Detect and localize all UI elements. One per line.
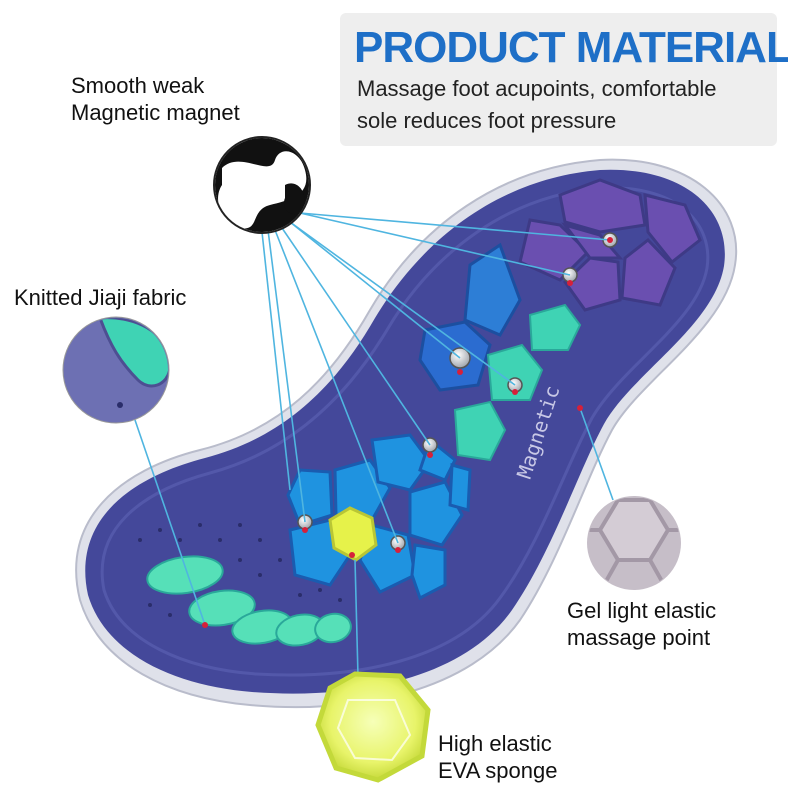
fabric-closeup (62, 316, 170, 424)
insole-perforations (138, 523, 342, 617)
insole-rim (100, 186, 710, 677)
eva-sponge-sample (315, 671, 431, 783)
label-fabric-line1: Knitted Jiaji fabric (14, 285, 187, 310)
label-gel: Gel light elastic massage point (567, 597, 716, 651)
marker-dots (202, 237, 613, 628)
insole-top (85, 169, 725, 694)
label-eva-line1: High elastic (438, 731, 552, 756)
label-gel-line2: massage point (567, 625, 711, 650)
heel-massage-zone (518, 178, 702, 312)
leader-lines (134, 212, 614, 677)
banner-subtitle-line2: sole reduces foot pressure (357, 108, 617, 133)
gel-closeup (587, 496, 681, 590)
label-fabric: Knitted Jiaji fabric (14, 284, 186, 311)
banner-subtitle: Massage foot acupoints, comfortable sole… (357, 73, 767, 137)
label-eva: High elastic EVA sponge (438, 730, 557, 784)
yellow-gel-point (328, 506, 378, 562)
insole: Magnetic (75, 158, 738, 709)
label-magnet-line1: Smooth weak (71, 73, 205, 98)
banner-subtitle-line1: Massage foot acupoints, comfortable (357, 76, 717, 101)
toe-massage-points (146, 555, 352, 647)
banner-title: PRODUCT MATERIAL (354, 23, 788, 72)
gel-patches (453, 303, 582, 462)
label-magnet: Smooth weak Magnetic magnet (71, 72, 240, 126)
label-magnet-line2: Magnetic magnet (71, 100, 240, 125)
product-material-banner: PRODUCT MATERIAL Massage foot acupoints,… (340, 13, 788, 146)
magnet-closeup (213, 136, 311, 234)
arch-block (463, 242, 522, 337)
label-gel-line1: Gel light elastic (567, 598, 717, 623)
label-eva-line2: EVA sponge (438, 758, 558, 783)
